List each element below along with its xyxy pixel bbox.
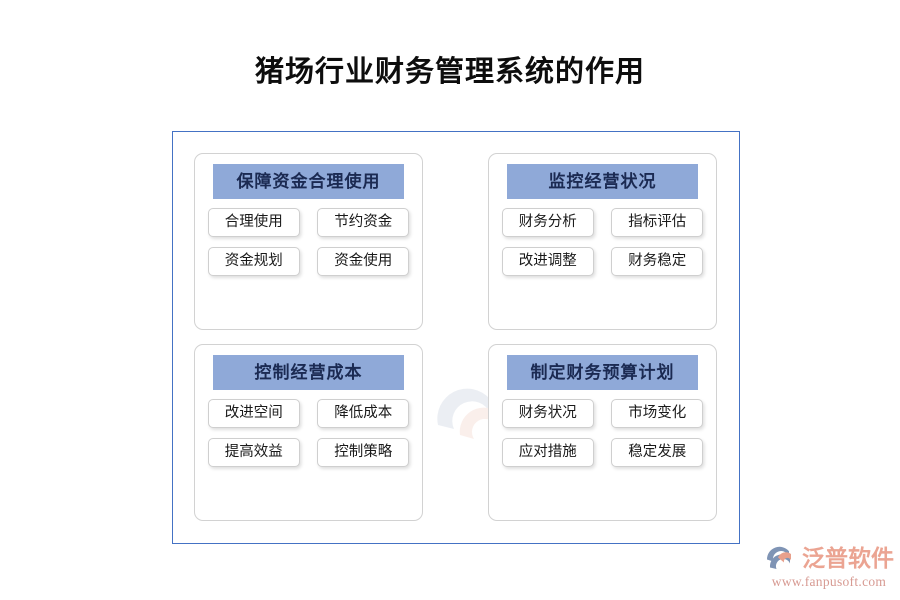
card-zhiding-yusuan[interactable]: 制定财务预算计划 财务状况 市场变化 应对措施 稳定发展 — [488, 344, 717, 521]
brand-logo: 泛普软件 www.fanpusoft.com — [764, 543, 894, 591]
card-item[interactable]: 稳定发展 — [611, 438, 704, 467]
card-grid: 保障资金合理使用 合理使用 节约资金 资金规划 资金使用 监控经营状况 财务分析… — [173, 132, 739, 543]
card-item[interactable]: 指标评估 — [611, 208, 704, 237]
card-item[interactable]: 应对措施 — [501, 438, 594, 467]
card-item-list: 财务分析 指标评估 改进调整 财务稳定 — [498, 208, 707, 276]
brand-row: 泛普软件 — [764, 545, 894, 573]
card-item[interactable]: 财务分析 — [501, 208, 594, 237]
card-header: 监控经营状况 — [507, 164, 698, 199]
card-item[interactable]: 财务状况 — [501, 399, 594, 428]
card-item[interactable]: 资金使用 — [317, 247, 410, 276]
card-item-list: 改进空间 降低成本 提高效益 控制策略 — [204, 399, 413, 467]
brand-name: 泛普软件 — [802, 545, 894, 571]
card-header: 保障资金合理使用 — [213, 164, 404, 199]
card-item[interactable]: 资金规划 — [207, 247, 300, 276]
card-item[interactable]: 改进调整 — [501, 247, 594, 276]
card-jiankong-jingying[interactable]: 监控经营状况 财务分析 指标评估 改进调整 财务稳定 — [488, 153, 717, 330]
content-panel: 保障资金合理使用 合理使用 节约资金 资金规划 资金使用 监控经营状况 财务分析… — [172, 131, 740, 544]
card-item[interactable]: 改进空间 — [207, 399, 300, 428]
page-title: 猪场行业财务管理系统的作用 — [254, 56, 645, 88]
card-item[interactable]: 合理使用 — [207, 208, 300, 237]
card-item[interactable]: 降低成本 — [317, 399, 410, 428]
card-kongzhi-chengben[interactable]: 控制经营成本 改进空间 降低成本 提高效益 控制策略 — [194, 344, 423, 521]
card-item[interactable]: 控制策略 — [317, 438, 410, 467]
card-item[interactable]: 财务稳定 — [611, 247, 704, 276]
card-header: 控制经营成本 — [213, 355, 404, 390]
card-item-list: 合理使用 节约资金 资金规划 资金使用 — [204, 208, 413, 276]
card-header: 制定财务预算计划 — [507, 355, 698, 390]
fanpu-logo-icon — [766, 546, 791, 569]
card-item[interactable]: 提高效益 — [207, 438, 300, 467]
card-baozhang-zijin[interactable]: 保障资金合理使用 合理使用 节约资金 资金规划 资金使用 — [194, 153, 423, 330]
card-item[interactable]: 市场变化 — [611, 399, 704, 428]
brand-url: www.fanpusoft.com — [771, 573, 887, 589]
card-item[interactable]: 节约资金 — [317, 208, 410, 237]
card-item-list: 财务状况 市场变化 应对措施 稳定发展 — [498, 399, 707, 467]
